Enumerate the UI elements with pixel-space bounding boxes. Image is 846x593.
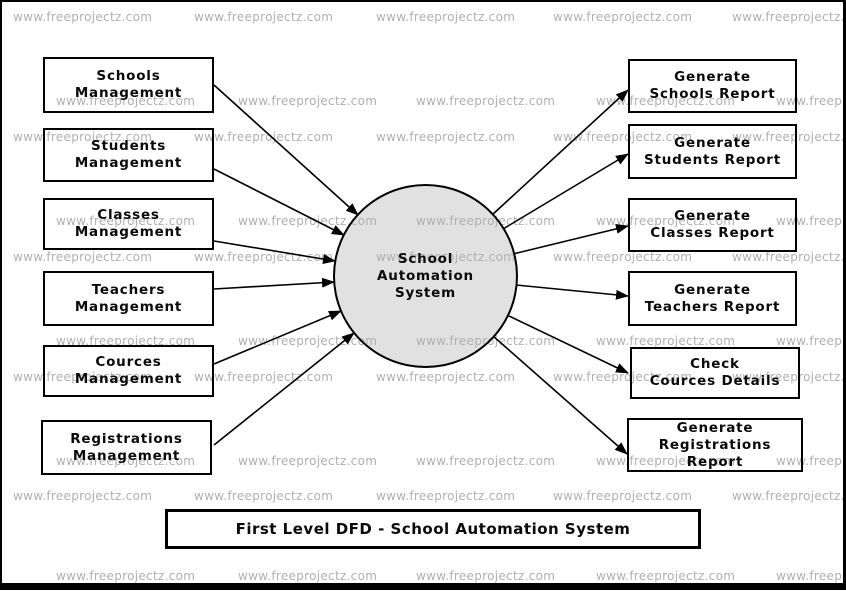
output-label: Generate (674, 208, 751, 224)
entity-registrations-management: Registrations Management (41, 420, 212, 475)
output-label: Generate (674, 69, 751, 85)
entity-label: Management (74, 298, 183, 315)
output-label: Generate (674, 281, 751, 298)
arrow-teachers-to-process (213, 277, 335, 290)
output-generate-registrations-report: Generate Registrations Report (627, 418, 803, 472)
output-generate-schools-report: Generate Schools Report (628, 59, 797, 113)
arrow-process-to-teachers-report (515, 284, 629, 300)
arrow-students-to-process (213, 168, 345, 236)
entity-classes-management: Classes Management (43, 198, 214, 250)
entity-teachers-management: Teachers Management (43, 271, 214, 326)
arrow-classes-to-process (213, 240, 336, 264)
arrow-registrations-to-process (213, 332, 355, 446)
arrow-process-to-cources-details (506, 314, 629, 374)
output-label: Registrations Report (658, 436, 772, 470)
entity-schools-management: Schools Management (43, 57, 214, 113)
process-label: School (397, 250, 454, 267)
output-label: Schools Report (649, 86, 776, 102)
arrow-process-to-students-report (502, 153, 629, 230)
output-check-cources-details: Check Cources Details (630, 347, 800, 399)
diagram-title: First Level DFD - School Automation Syst… (235, 520, 631, 538)
entity-label: Students (90, 138, 167, 154)
entity-label: Management (74, 85, 183, 101)
diagram-title-box: First Level DFD - School Automation Syst… (165, 509, 701, 549)
output-label: Classes Report (650, 225, 775, 241)
entity-label: Management (74, 371, 183, 387)
output-label: Teachers Report (644, 298, 781, 315)
entity-label: Registrations (70, 430, 183, 447)
process-school-automation-system: School Automation System (333, 184, 518, 368)
arrow-cources-to-process (213, 310, 342, 365)
process-label: System (394, 284, 457, 301)
entity-label: Management (74, 224, 183, 240)
output-generate-teachers-report: Generate Teachers Report (628, 271, 797, 326)
output-generate-classes-report: Generate Classes Report (628, 198, 797, 252)
arrow-process-to-schools-report (491, 89, 629, 216)
output-label: Generate (676, 419, 754, 436)
output-label: Cources Details (649, 373, 781, 389)
arrow-process-to-classes-report (512, 223, 629, 255)
entity-cources-management: Cources Management (43, 345, 214, 397)
output-generate-students-report: Generate Students Report (628, 124, 797, 179)
arrow-process-to-registrations-report (492, 335, 628, 455)
output-label: Generate (674, 134, 751, 151)
entity-label: Cources (95, 354, 162, 370)
process-label: Automation (377, 267, 474, 284)
entity-students-management: Students Management (43, 128, 214, 182)
output-label: Check (690, 356, 740, 372)
output-label: Students Report (643, 151, 781, 168)
arrow-schools-to-process (213, 84, 359, 216)
entity-label: Management (72, 447, 181, 464)
entity-label: Management (74, 155, 183, 171)
entity-label: Teachers (91, 281, 166, 298)
entity-label: Schools (96, 68, 161, 84)
entity-label: Classes (97, 207, 160, 223)
